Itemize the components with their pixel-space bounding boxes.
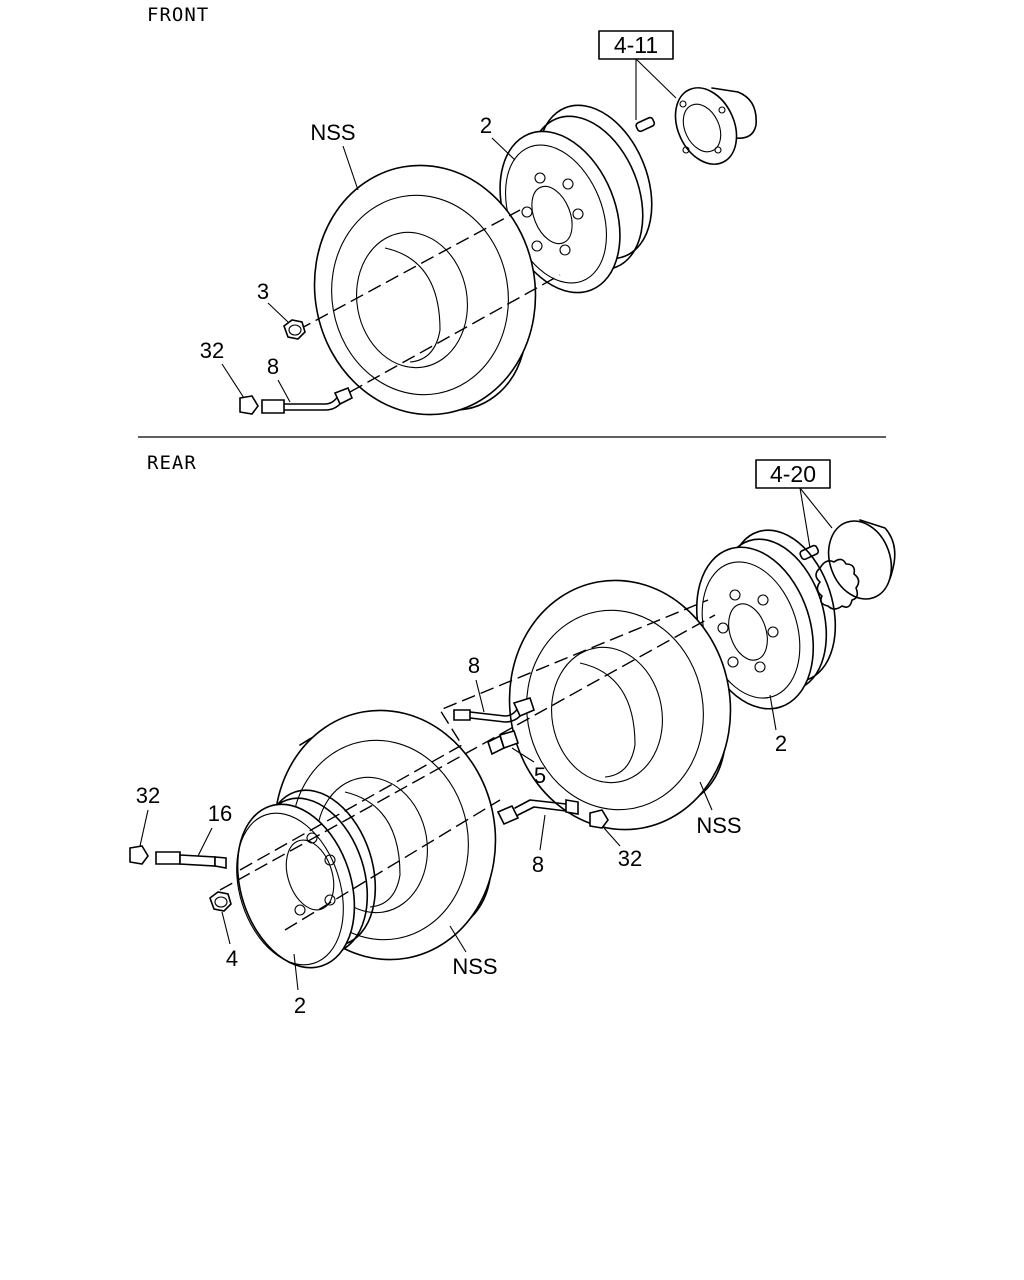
front-hub-leader: [635, 58, 677, 120]
front-tire-callout: NSS: [310, 120, 355, 145]
rear-nut-drawing: [209, 891, 232, 912]
rear-outer-wheel-callout: 2: [294, 993, 306, 1018]
rear-inner-valve-leader: [475, 679, 485, 713]
rear-inner-valve-callout: 8: [468, 653, 480, 678]
front-wheel-leader: [491, 137, 516, 161]
rear-outer-wheel-drawing: [236, 789, 377, 969]
front-nut-leader: [267, 302, 289, 323]
rear-extension-drawing: [155, 851, 227, 869]
rear-cap-right-drawing: [589, 809, 609, 829]
rear-hub-reference[interactable]: 4-20: [755, 459, 831, 489]
rear-cap-left-drawing: [129, 845, 149, 865]
rear-valve-stem-drawing: [487, 730, 520, 756]
rear-inner-tire-drawing: [508, 579, 732, 831]
front-tire-drawing: [313, 164, 537, 416]
rear-inner-tire-leader: [699, 781, 713, 811]
front-cap-leader: [221, 363, 245, 399]
front-hub-drawing: [635, 87, 757, 165]
rear-cap-right-leader: [603, 827, 621, 847]
rear-outer-valve-callout: 8: [532, 852, 544, 877]
rear-outer-valve-leader: [539, 814, 546, 851]
front-cap-callout: 32: [200, 338, 224, 363]
front-section-label: FRONT: [147, 4, 209, 26]
rear-cap-left-leader: [139, 809, 149, 847]
rear-valve-stem-leader: [511, 747, 535, 763]
rear-hub-leader: [799, 487, 833, 549]
front-hub-reference[interactable]: 4-11: [598, 30, 674, 60]
rear-nut-callout: 4: [226, 946, 238, 971]
rear-inner-wheel-leader: [769, 694, 777, 731]
front-centerline-nut: [297, 209, 521, 331]
rear-cap-right-callout: 32: [618, 846, 642, 871]
rear-valve-stem-callout: 5: [534, 763, 546, 788]
rear-inner-wheel-callout: 2: [775, 731, 787, 756]
front-nut-callout: 3: [257, 279, 269, 304]
rear-section-label: REAR: [147, 452, 197, 474]
rear-inner-valve-drawing: [453, 697, 535, 723]
rear-outer-wheel-leader: [293, 953, 299, 991]
front-wheel-drawing: [499, 104, 653, 294]
front-wheel-callout: 2: [480, 113, 492, 138]
rear-centerline-valve: [239, 599, 709, 871]
rear-centerline-lower: [284, 799, 501, 931]
front-centerline-valve: [349, 274, 561, 393]
rear-extension-callout: 16: [208, 801, 232, 826]
front-valve-drawing: [239, 386, 354, 415]
rear-extension-leader: [197, 827, 213, 857]
rear-hub-reference-label: 4-20: [770, 461, 816, 487]
rear-nut-leader: [221, 911, 231, 945]
rear-inner-tire-callout: NSS: [696, 813, 741, 838]
rear-outer-tire-leader: [449, 925, 467, 953]
rear-outer-valve-drawing: [496, 799, 579, 826]
rear-centerline-upper: [219, 614, 716, 891]
rear-cap-left-callout: 32: [136, 783, 160, 808]
front-valve-callout: 8: [267, 354, 279, 379]
front-nut-drawing: [283, 319, 306, 340]
rear-outer-tire-callout: NSS: [452, 954, 497, 979]
front-hub-reference-label: 4-11: [614, 32, 658, 58]
front-valve-leader: [277, 379, 291, 403]
front-tire-leader: [342, 145, 359, 191]
